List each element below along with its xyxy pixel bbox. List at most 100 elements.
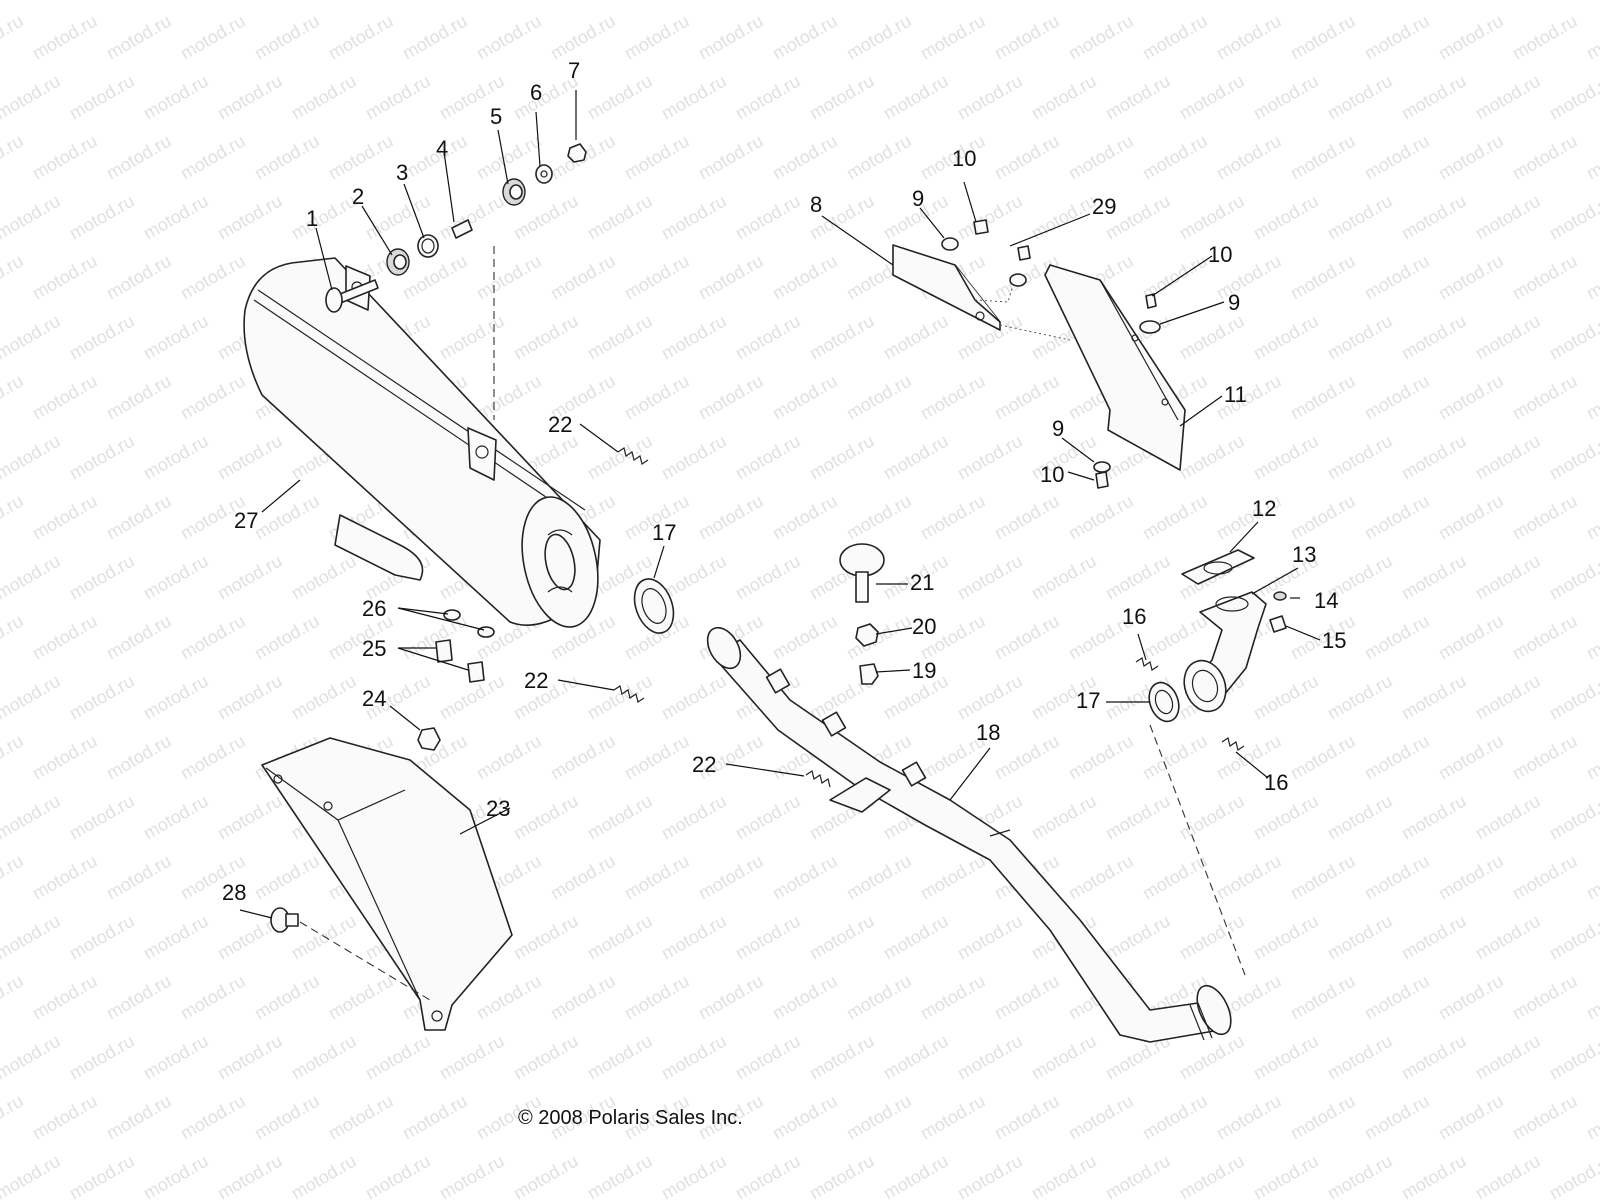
watermark-text: motod.ru xyxy=(1176,431,1248,484)
watermark-text: motod.ru xyxy=(29,851,101,904)
watermark-text: motod.ru xyxy=(436,1151,508,1200)
watermark-text: motod.ru xyxy=(954,911,1026,964)
watermark-text: motod.ru xyxy=(0,971,27,1024)
watermark-text: motod.ru xyxy=(103,131,175,184)
watermark-text: motod.ru xyxy=(843,131,915,184)
callout-19: 19 xyxy=(912,658,936,683)
watermark-text: motod.ru xyxy=(1028,71,1100,124)
watermark-text: motod.ru xyxy=(1176,191,1248,244)
watermark-text: motod.ru xyxy=(325,971,397,1024)
watermark-text: motod.ru xyxy=(1139,131,1211,184)
watermark-text: motod.ru xyxy=(399,611,471,664)
watermark-text: motod.ru xyxy=(288,0,360,3)
watermark-text: motod.ru xyxy=(1509,491,1581,544)
watermark-text: motod.ru xyxy=(1250,311,1322,364)
watermark-text: motod.ru xyxy=(1139,731,1211,784)
watermark-text: motod.ru xyxy=(1250,911,1322,964)
callout-1: 1 xyxy=(306,206,318,231)
watermark-text: motod.ru xyxy=(140,671,212,724)
callout-6: 6 xyxy=(530,80,542,105)
watermark-text: motod.ru xyxy=(1435,611,1507,664)
watermark-text: motod.ru xyxy=(177,611,249,664)
copyright-notice: © 2008 Polaris Sales Inc. xyxy=(518,1107,743,1129)
watermark-text: motod.ru xyxy=(1139,611,1211,664)
watermark-text: motod.ru xyxy=(658,671,730,724)
watermark-text: motod.ru xyxy=(1583,251,1600,304)
watermark-text: motod.ru xyxy=(1176,311,1248,364)
watermark-text: motod.ru xyxy=(251,491,323,544)
watermark-text: motod.ru xyxy=(362,71,434,124)
watermark-text: motod.ru xyxy=(954,1031,1026,1084)
watermark-text: motod.ru xyxy=(1435,971,1507,1024)
watermark-text: motod.ru xyxy=(1250,0,1322,3)
watermark-text: motod.ru xyxy=(214,551,286,604)
watermark-text: motod.ru xyxy=(658,191,730,244)
watermark-text: motod.ru xyxy=(732,791,804,844)
watermark-text: motod.ru xyxy=(1213,1091,1285,1144)
watermark-text: motod.ru xyxy=(214,191,286,244)
watermark-text: motod.ru xyxy=(806,1151,878,1200)
watermark-text: motod.ru xyxy=(0,791,64,844)
watermark-text: motod.ru xyxy=(917,1091,989,1144)
watermark-text: motod.ru xyxy=(658,71,730,124)
callout-20: 20 xyxy=(912,614,936,639)
watermark-text: motod.ru xyxy=(1176,0,1248,3)
pin-hardware-stack xyxy=(325,143,587,420)
watermark-text: motod.ru xyxy=(1472,1151,1544,1200)
watermark-text: motod.ru xyxy=(1361,371,1433,424)
watermark-text: motod.ru xyxy=(1472,191,1544,244)
watermark-text: motod.ru xyxy=(1250,791,1322,844)
watermark-text: motod.ru xyxy=(1398,671,1470,724)
watermark-text: motod.ru xyxy=(0,191,64,244)
watermark-text: motod.ru xyxy=(1472,431,1544,484)
watermark-text: motod.ru xyxy=(695,131,767,184)
watermark-text: motod.ru xyxy=(1065,731,1137,784)
watermark-text: motod.ru xyxy=(1398,1031,1470,1084)
watermark-text: motod.ru xyxy=(0,0,64,3)
watermark-text: motod.ru xyxy=(880,71,952,124)
callout-2: 2 xyxy=(352,184,364,209)
watermark-text: motod.ru xyxy=(1398,431,1470,484)
watermark-text: motod.ru xyxy=(251,11,323,64)
watermark-text: motod.ru xyxy=(362,0,434,3)
watermark-text: motod.ru xyxy=(621,971,693,1024)
watermark-text: motod.ru xyxy=(0,551,64,604)
watermark-text: motod.ru xyxy=(769,851,841,904)
watermark-text: motod.ru xyxy=(140,911,212,964)
watermark-text: motod.ru xyxy=(1509,731,1581,784)
callout-22a: 22 xyxy=(548,412,572,437)
watermark-text: motod.ru xyxy=(0,731,27,784)
watermark-text: motod.ru xyxy=(954,1151,1026,1200)
watermark-text: motod.ru xyxy=(1287,491,1359,544)
watermark-text: motod.ru xyxy=(1139,1091,1211,1144)
watermark-text: motod.ru xyxy=(917,491,989,544)
watermark-text: motod.ru xyxy=(1287,1091,1359,1144)
watermark-text: motod.ru xyxy=(1398,791,1470,844)
watermark-text: motod.ru xyxy=(436,1031,508,1084)
watermark-text: motod.ru xyxy=(0,131,27,184)
watermark-text: motod.ru xyxy=(1213,131,1285,184)
watermark-text: motod.ru xyxy=(0,1031,64,1084)
watermark-text: motod.ru xyxy=(1028,551,1100,604)
watermark-text: motod.ru xyxy=(1546,191,1600,244)
callout-17b: 17 xyxy=(1076,688,1100,713)
callout-8: 8 xyxy=(810,192,822,217)
watermark-text: motod.ru xyxy=(658,311,730,364)
watermark-text: motod.ru xyxy=(325,131,397,184)
watermark-text: motod.ru xyxy=(251,851,323,904)
watermark-text: motod.ru xyxy=(66,551,138,604)
watermark-text: motod.ru xyxy=(584,431,656,484)
watermark-text: motod.ru xyxy=(917,11,989,64)
watermark-text: motod.ru xyxy=(1250,1151,1322,1200)
watermark-text: motod.ru xyxy=(1546,1031,1600,1084)
watermark-text: motod.ru xyxy=(1435,851,1507,904)
watermark-text: motod.ru xyxy=(66,1031,138,1084)
watermark-text: motod.ru xyxy=(1176,1151,1248,1200)
watermark-text: motod.ru xyxy=(1361,971,1433,1024)
watermark-text: motod.ru xyxy=(1028,191,1100,244)
watermark-text: motod.ru xyxy=(1361,851,1433,904)
watermark-text: motod.ru xyxy=(0,251,27,304)
watermark-text: motod.ru xyxy=(991,131,1063,184)
callout-29: 29 xyxy=(1092,194,1116,219)
watermark-text: motod.ru xyxy=(695,251,767,304)
